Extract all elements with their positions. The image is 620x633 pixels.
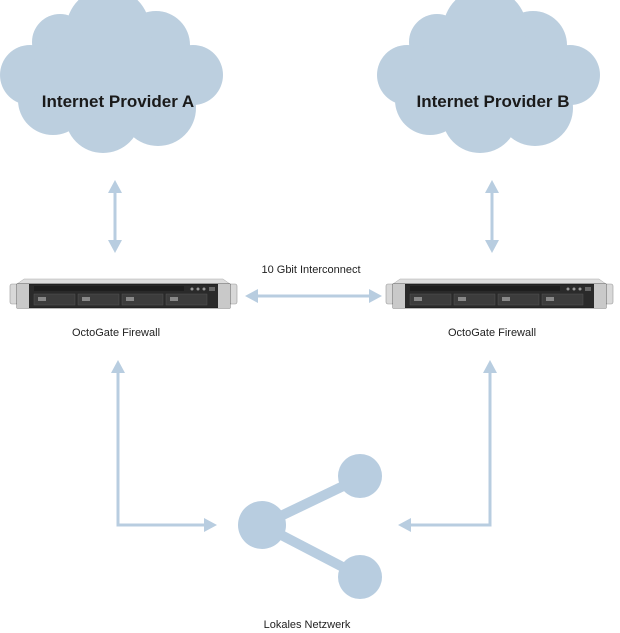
cloud-a-label: Internet Provider A bbox=[41, 92, 195, 111]
arrow-interconnect bbox=[245, 289, 382, 303]
arrow-firewall-b-network bbox=[398, 360, 497, 532]
arrow-cloud-a-firewall bbox=[108, 180, 122, 253]
firewall-server-b bbox=[385, 278, 614, 309]
arrow-cloud-b-firewall bbox=[485, 180, 499, 253]
cloud-b-label: Internet Provider B bbox=[416, 92, 570, 111]
cloud-provider-a bbox=[0, 0, 223, 153]
firewall-a-label: OctoGate Firewall bbox=[71, 327, 161, 339]
arrow-firewall-a-network bbox=[111, 360, 217, 532]
cloud-provider-b bbox=[377, 0, 600, 153]
interconnect-label: 10 Gbit Interconnect bbox=[261, 264, 361, 276]
network-label: Lokales Netzwerk bbox=[263, 619, 351, 631]
share-network-icon bbox=[238, 454, 382, 599]
firewall-b-label: OctoGate Firewall bbox=[447, 327, 537, 339]
firewall-server-a bbox=[9, 278, 238, 309]
